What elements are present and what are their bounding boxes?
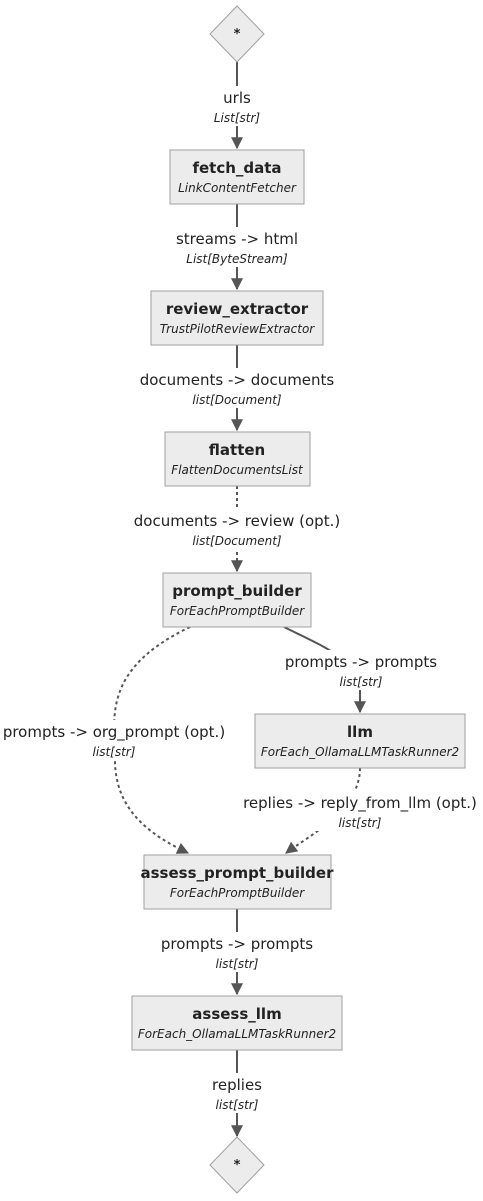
node-type: ForEach_OllamaLLMTaskRunner2 bbox=[138, 1027, 336, 1041]
node-title: fetch_data bbox=[192, 159, 281, 177]
node-review-extractor[interactable]: review_extractor TrustPilotReviewExtract… bbox=[150, 290, 324, 346]
node-assess-llm[interactable]: assess_llm ForEach_OllamaLLMTaskRunner2 bbox=[131, 995, 343, 1051]
edge-label-assess-to-assess-llm: prompts -> prompts list[str] bbox=[161, 932, 313, 972]
end-terminal: * bbox=[209, 1136, 265, 1194]
edge-type-text: list[str] bbox=[216, 1098, 259, 1112]
start-terminal-label: * bbox=[234, 27, 241, 42]
edge-label-text: prompts -> org_prompt (opt.) bbox=[3, 723, 225, 742]
node-flatten[interactable]: flatten FlattenDocumentsList bbox=[164, 431, 311, 487]
edge-label-text: replies bbox=[212, 1076, 262, 1094]
edge-label-flatten-to-prompt: documents -> review (opt.) list[Document… bbox=[134, 509, 340, 549]
node-type: ForEach_OllamaLLMTaskRunner2 bbox=[261, 745, 459, 759]
node-type: LinkContentFetcher bbox=[178, 181, 297, 195]
node-title: assess_prompt_builder bbox=[141, 864, 335, 882]
edge-label-text: replies -> reply_from_llm (opt.) bbox=[243, 794, 477, 813]
node-llm[interactable]: llm ForEach_OllamaLLMTaskRunner2 bbox=[254, 713, 466, 769]
edge-label-text: documents -> documents bbox=[140, 371, 335, 389]
node-title: review_extractor bbox=[166, 300, 309, 318]
edge-label-prompt-to-assess: prompts -> org_prompt (opt.) list[str] bbox=[3, 720, 226, 760]
edge-label-output-replies: replies list[str] bbox=[207, 1073, 267, 1113]
edge-label-text: urls bbox=[223, 89, 251, 107]
edge-type-text: list[Document] bbox=[192, 534, 281, 548]
node-title: assess_llm bbox=[192, 1005, 281, 1023]
node-title: flatten bbox=[209, 441, 265, 459]
edge-label-prompt-to-llm: prompts -> prompts list[str] bbox=[285, 650, 437, 690]
edge-type-text: list[str] bbox=[340, 675, 383, 689]
node-fetch-data[interactable]: fetch_data LinkContentFetcher bbox=[169, 149, 305, 205]
edge-type-text: List[str] bbox=[214, 111, 261, 125]
edge-label-text: prompts -> prompts bbox=[285, 653, 437, 671]
node-type: TrustPilotReviewExtractor bbox=[160, 322, 316, 336]
end-terminal-label: * bbox=[234, 1158, 241, 1173]
node-type: FlattenDocumentsList bbox=[171, 463, 304, 477]
edge-label-text: prompts -> prompts bbox=[161, 935, 313, 953]
edge-type-text: list[Document] bbox=[192, 393, 281, 407]
edge-type-text: list[str] bbox=[216, 957, 259, 971]
start-terminal: * bbox=[209, 5, 265, 63]
node-title: prompt_builder bbox=[172, 582, 302, 600]
edge-label-llm-to-assess: replies -> reply_from_llm (opt.) list[st… bbox=[242, 791, 478, 831]
edge-prompt-to-assess bbox=[113, 626, 191, 854]
node-type: ForEachPromptBuilder bbox=[170, 886, 305, 900]
node-title: llm bbox=[347, 723, 373, 741]
edge-label-input-urls: urls List[str] bbox=[212, 86, 262, 126]
node-type: ForEachPromptBuilder bbox=[170, 604, 305, 618]
node-prompt-builder[interactable]: prompt_builder ForEachPromptBuilder bbox=[162, 572, 312, 628]
edge-type-text: list[str] bbox=[339, 816, 382, 830]
edge-type-text: List[ByteStream] bbox=[186, 252, 288, 266]
edge-labels: urls List[str] streams -> html List[Byte… bbox=[3, 86, 478, 1113]
edge-label-text: streams -> html bbox=[176, 230, 298, 248]
edge-label-fetch-to-review: streams -> html List[ByteStream] bbox=[176, 227, 298, 267]
edge-label-text: documents -> review (opt.) bbox=[134, 512, 340, 530]
edge-type-text: list[str] bbox=[93, 745, 136, 759]
node-assess-prompt-builder[interactable]: assess_prompt_builder ForEachPromptBuild… bbox=[141, 854, 335, 910]
edge-label-review-to-flatten: documents -> documents list[Document] bbox=[140, 368, 335, 408]
